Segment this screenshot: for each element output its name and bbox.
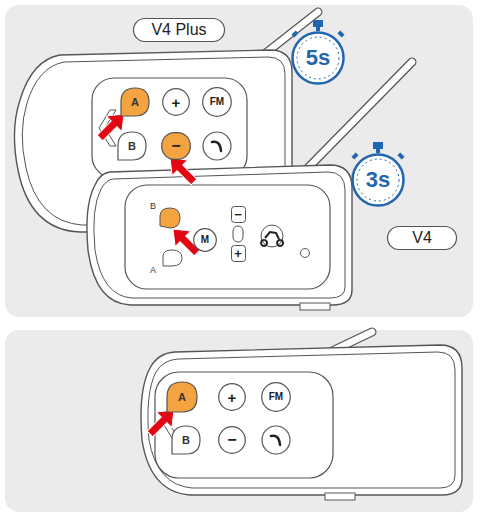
device-housing-inner	[94, 172, 345, 298]
button-label: −	[234, 208, 242, 221]
button-outline	[203, 88, 232, 117]
timer-knob	[373, 142, 383, 149]
button-label: M	[201, 235, 209, 245]
button-outline	[231, 245, 245, 261]
control-button: M	[193, 228, 217, 252]
background-panel	[5, 330, 473, 512]
button-outline	[162, 133, 191, 160]
phone-icon	[212, 142, 221, 151]
button-label: −	[227, 432, 236, 448]
duration-text: 5s	[306, 47, 330, 69]
button-outline	[121, 88, 149, 116]
label-pill-outline	[134, 19, 225, 42]
housing-letter: A	[150, 266, 156, 275]
phone-button	[262, 426, 290, 454]
timer-dash	[357, 159, 399, 201]
indicator-dot	[301, 249, 310, 258]
device-housing	[141, 345, 462, 495]
device-housing-inner	[148, 352, 455, 488]
button-outline	[219, 384, 246, 411]
orange-button	[160, 208, 180, 228]
control-button: B	[171, 425, 201, 455]
button-label: −	[171, 138, 180, 154]
label-pill-outline	[388, 227, 457, 250]
device-housing	[87, 165, 352, 305]
button-label: B	[182, 435, 190, 446]
control-button: B	[117, 131, 147, 161]
model-label: V4	[387, 226, 457, 250]
volume-button: +	[231, 245, 246, 262]
timer-outline	[353, 155, 404, 206]
phone-button	[203, 132, 231, 160]
control-button: −	[161, 132, 191, 160]
motorcycle-button	[261, 225, 283, 247]
bottom-tab	[300, 303, 330, 310]
phone-icon	[271, 436, 280, 445]
button-outline	[194, 229, 217, 252]
button	[163, 250, 182, 266]
hold-timer: 5s	[291, 31, 345, 85]
switch-oval	[233, 226, 243, 242]
model-name: V4 Plus	[151, 22, 206, 38]
button-outline	[172, 426, 200, 454]
button-label: +	[172, 95, 181, 110]
button-outline	[262, 383, 291, 412]
timer-knob	[316, 26, 320, 31]
button-label: +	[228, 390, 237, 405]
button-outline	[219, 427, 246, 454]
button-label: +	[234, 247, 242, 260]
button-label: A	[131, 97, 139, 108]
motorcycle-icon	[261, 232, 283, 246]
timer-tick	[291, 30, 298, 37]
bottom-tab	[325, 493, 355, 500]
timer-knob	[313, 20, 323, 27]
button-outline	[163, 89, 190, 116]
device-panel	[125, 185, 330, 289]
timer-dash	[297, 37, 339, 79]
button-label: A	[178, 392, 186, 403]
model-label: V4 Plus	[133, 18, 225, 42]
control-button: FM	[202, 87, 232, 117]
control-button: FM	[261, 382, 291, 412]
button-label: FM	[210, 97, 224, 107]
control-button: +	[162, 88, 190, 116]
timer-knob	[376, 148, 380, 153]
control-button: A	[166, 381, 198, 413]
button-outline	[118, 132, 146, 160]
hold-timer: 3s	[351, 153, 405, 207]
timer-tick	[397, 152, 404, 159]
duration-text: 3s	[366, 169, 390, 191]
timer-tick	[351, 152, 358, 159]
background-panel	[5, 5, 473, 317]
device-panel	[92, 78, 247, 178]
button-label: B	[128, 141, 136, 152]
model-name: V4	[412, 230, 432, 246]
housing-letter: B	[150, 202, 156, 211]
control-button: A	[120, 87, 150, 117]
volume-button: −	[231, 206, 246, 223]
control-button: −	[218, 426, 246, 454]
device-panel	[155, 372, 333, 478]
button-outline	[167, 382, 197, 412]
button-outline	[231, 206, 245, 222]
timer-outline	[293, 33, 344, 84]
button-label: FM	[269, 392, 283, 402]
control-button: +	[218, 383, 246, 411]
timer-tick	[337, 30, 344, 37]
